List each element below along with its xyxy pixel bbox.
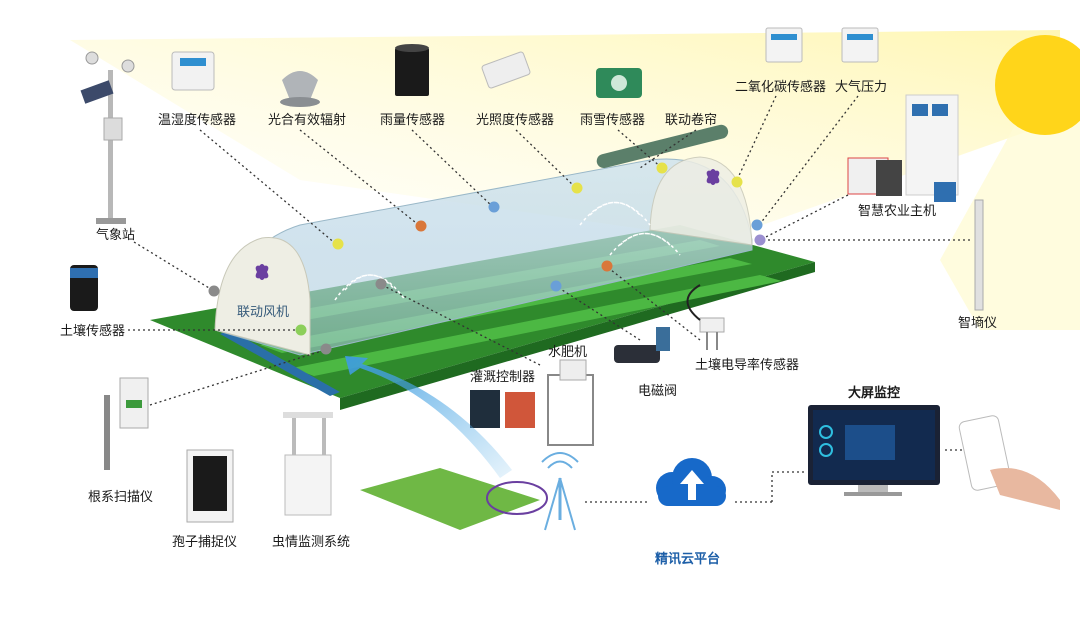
label-spore: 孢子捕捉仪: [172, 535, 238, 550]
field-stripe-3: [292, 275, 782, 376]
label-light: 光照度传感器: [476, 113, 555, 128]
farm-plot-highlight: [486, 481, 548, 515]
hand-icon: [990, 468, 1060, 510]
label-rain-gauge: 雨量传感器: [380, 113, 446, 128]
dot-par: [415, 220, 427, 232]
greenhouse-end-wall-left: [214, 237, 311, 356]
dot-solenoid: [550, 280, 562, 292]
fertigation-machine-icon: [547, 359, 594, 446]
roller-blind-tube: [596, 124, 729, 169]
label-roller-blind: 联动卷帘: [665, 113, 718, 128]
light-sensor-icon: [481, 51, 531, 89]
label-host: 智慧农业主机: [858, 204, 937, 219]
soil-meter-icon: [974, 199, 984, 311]
label-pest: 虫情监测系统: [272, 535, 351, 550]
root-scanner-icon: [119, 377, 149, 429]
fan-icon-2: [706, 169, 720, 185]
label-fertigation: 水肥机: [548, 345, 588, 360]
label-temp-humidity: 温湿度传感器: [158, 113, 237, 128]
greenhouse-end-wall-right: [649, 156, 753, 246]
farm-plot: [360, 468, 540, 530]
label-irrigation-controller: 灌溉控制器: [470, 370, 536, 385]
co2-sensor-icon: [765, 27, 803, 63]
dot-temp-humidity: [332, 238, 344, 250]
temp-humidity-sensor-icon: [171, 51, 215, 91]
dot-air-pressure: [751, 219, 763, 231]
pest-monitor-icon: [283, 412, 333, 516]
dot-ec: [601, 260, 613, 272]
dot-light: [571, 182, 583, 194]
rain-gauge-icon: [395, 48, 429, 96]
upload-arrow: [345, 356, 512, 478]
dot-irrigation: [375, 278, 387, 290]
solenoid-valve-icon: [614, 327, 670, 363]
sunlight-beam: [70, 30, 1060, 240]
label-air-pressure: 大气压力: [835, 80, 888, 95]
fan-icon: [255, 264, 269, 280]
dot-rain-gauge: [488, 201, 500, 213]
field-edge: [340, 262, 815, 410]
dot-rain-snow: [656, 162, 668, 174]
label-cloud-platform: 精讯云平台: [655, 552, 721, 567]
weather-station-icon: [80, 51, 135, 224]
soil-ec-sensor-icon: [686, 284, 725, 350]
label-par: 光合有效辐射: [268, 113, 347, 128]
label-soil-sensor: 土壤传感器: [60, 324, 126, 339]
signal-tower-icon: [541, 452, 579, 531]
dot-soil: [295, 324, 307, 336]
sun-icon: [995, 35, 1080, 135]
irrigation-controller-icon-2: [505, 392, 535, 428]
dot-co2: [731, 176, 743, 188]
dot-fan: [320, 343, 332, 355]
sprinkler-icon: [334, 201, 681, 301]
label-soil-meter: 智墒仪: [958, 316, 998, 331]
cloud-platform-icon: [656, 458, 726, 506]
label-solenoid: 电磁阀: [638, 384, 678, 399]
label-big-screen: 大屏监控: [848, 386, 901, 401]
field-channel: [220, 330, 340, 396]
label-root-scanner: 根系扫描仪: [88, 490, 154, 505]
label-co2: 二氧化碳传感器: [735, 80, 827, 95]
par-sensor-icon: [282, 71, 318, 100]
leader-lines: [128, 95, 970, 503]
label-rain-snow: 雨雪传感器: [580, 113, 646, 128]
host-cabinet-icon: [847, 94, 959, 202]
dot-host: [754, 234, 766, 246]
big-screen-icon: [808, 405, 940, 496]
label-soil-ec: 土壤电导率传感器: [695, 358, 800, 373]
label-fan: 联动风机: [237, 305, 290, 320]
label-weather-station: 气象站: [96, 228, 136, 243]
air-pressure-sensor-icon: [841, 27, 879, 63]
dot-weather: [208, 285, 220, 297]
irrigation-controller-icon: [470, 390, 500, 428]
